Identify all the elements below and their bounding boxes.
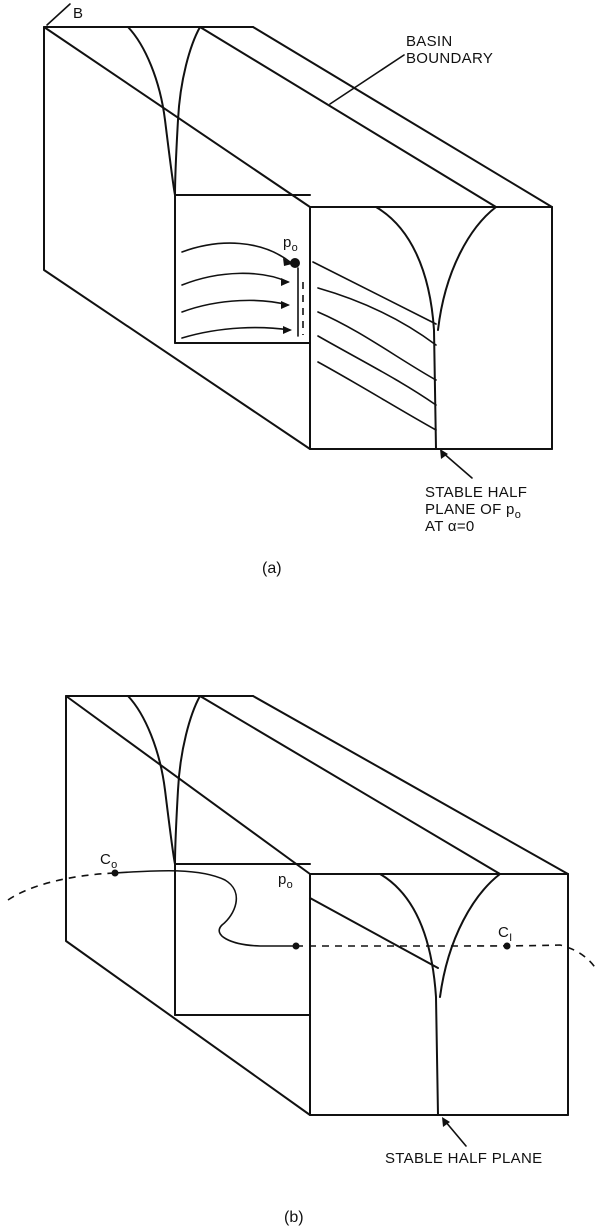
label-c1: CI	[498, 924, 513, 944]
panel-b-trajectory	[7, 869, 598, 971]
label-c0: Co	[100, 851, 118, 871]
caption-a: (a)	[262, 560, 282, 577]
arrow-head	[283, 326, 292, 334]
panel-b-trough	[127, 695, 501, 1116]
panel-a-flow-arrows	[181, 242, 292, 339]
label-b: B	[73, 5, 83, 22]
stable-half-plane-note-a: STABLE HALF PLANE OF po AT α=0	[425, 484, 532, 535]
panel-b-box	[65, 695, 569, 1116]
panel-a-box	[43, 26, 553, 450]
stable-half-plane-note-b: STABLE HALF PLANE	[385, 1150, 542, 1167]
point-c1	[503, 942, 511, 950]
point-p0-a	[290, 258, 300, 268]
panel-b: Co po CI STABLE HALF PLANE (b)	[7, 695, 598, 1226]
panel-a-stable-lines	[297, 261, 437, 431]
basin-boundary-label: BASIN BOUNDARY	[406, 33, 493, 67]
panel-a-trough	[127, 26, 497, 450]
panel-a: po B BASIN BOUNDARY STABLE HALF PLANE OF…	[43, 3, 553, 577]
caption-b: (b)	[284, 1209, 304, 1226]
point-p0-b	[292, 942, 300, 950]
label-p0-b: po	[278, 871, 293, 891]
arrow-head	[281, 301, 290, 309]
arrow-head	[283, 258, 292, 266]
point-p0-label-a: po	[283, 234, 298, 254]
point-c0	[111, 869, 119, 877]
arrow-head	[281, 278, 290, 286]
